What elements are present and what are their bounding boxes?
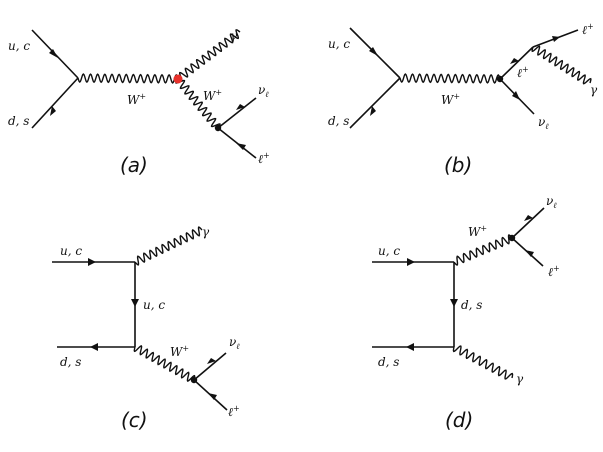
- fermion-arrow: [369, 47, 378, 56]
- fermion-arrow: [207, 358, 216, 364]
- panel-b: u, c d, s W+ ℓ+ ℓ+ γ νℓ (b): [328, 22, 598, 177]
- label-lepton: ℓ+: [258, 151, 270, 166]
- label-lepton: ℓ+: [228, 404, 240, 419]
- photon-line: [452, 345, 514, 380]
- label-quark-in: u, c: [8, 39, 30, 53]
- antiquark-line-in: [31, 77, 79, 129]
- fermion-arrow: [524, 215, 533, 221]
- label-photon: γ: [230, 29, 238, 43]
- lepton-line-internal: [499, 46, 534, 80]
- fermion-arrow: [510, 58, 519, 64]
- label-w-propagator: W+: [441, 92, 460, 107]
- panel-d: u, c d, s d, s W+ νℓ ℓ+ γ (d): [372, 194, 560, 432]
- photon-line: [177, 29, 241, 82]
- fermion-arrow: [236, 104, 245, 110]
- label-lepton: ℓ+: [548, 264, 560, 279]
- label-lepton-outgoing: ℓ+: [582, 22, 594, 37]
- fermion-arrow: [552, 36, 560, 42]
- label-antiquark-in: d, s: [328, 114, 349, 128]
- w-boson-outgoing: [453, 234, 513, 266]
- fermion-arrow: [50, 106, 56, 116]
- neutrino-line: [217, 97, 257, 129]
- w-boson-outgoing: [175, 78, 221, 129]
- fermion-arrow: [49, 49, 58, 58]
- label-photon: γ: [590, 83, 598, 97]
- label-quark-propagator: d, s: [461, 298, 482, 312]
- lepton-line: [217, 127, 257, 159]
- label-w-propagator: W+: [127, 92, 146, 107]
- caption-d: (d): [445, 408, 473, 432]
- fermion-arrow: [208, 393, 217, 400]
- label-neutrino: νℓ: [546, 194, 557, 210]
- photon-line: [134, 226, 203, 266]
- label-photon: γ: [202, 225, 210, 239]
- w-boson-propagator: [77, 73, 179, 84]
- label-quark-in: u, c: [328, 37, 350, 51]
- fermion-arrow: [512, 91, 520, 100]
- label-w-outgoing: W+: [170, 344, 189, 359]
- photon-line: [531, 45, 592, 85]
- panel-c: u, c u, c d, s γ W+ νℓ ℓ+ (c): [52, 225, 240, 432]
- label-neutrino: νℓ: [258, 83, 269, 99]
- fermion-arrow: [450, 299, 458, 307]
- label-quark-in: u, c: [378, 244, 400, 258]
- label-quark-in: u, c: [60, 244, 82, 258]
- neutrino-line: [511, 207, 545, 239]
- label-neutrino: νℓ: [229, 335, 240, 351]
- label-lepton-internal: ℓ+: [517, 65, 529, 80]
- fermion-arrow: [406, 343, 414, 351]
- panel-a: u, c d, s W+ γ W+ νℓ ℓ+ (a): [8, 29, 270, 177]
- w-boson-outgoing: [133, 345, 196, 382]
- label-antiquark-in: d, s: [8, 114, 29, 128]
- fermion-arrow: [88, 258, 96, 266]
- fermion-arrow: [370, 106, 376, 116]
- fermion-arrow: [90, 343, 98, 351]
- caption-a: (a): [120, 153, 148, 177]
- label-quark-propagator: u, c: [143, 298, 165, 312]
- antiquark-line-in: [349, 77, 401, 129]
- neutrino-line: [193, 352, 227, 381]
- label-w-outgoing: W+: [203, 88, 222, 103]
- label-photon: γ: [516, 372, 524, 386]
- caption-b: (b): [444, 153, 472, 177]
- fermion-arrow: [525, 250, 534, 257]
- w-boson-propagator: [399, 73, 501, 84]
- fermion-arrow: [407, 258, 415, 266]
- label-neutrino: νℓ: [538, 115, 549, 131]
- label-antiquark-in: d, s: [60, 355, 81, 369]
- highlighted-vertex: [173, 74, 183, 84]
- fermion-arrow: [131, 299, 139, 307]
- label-w-outgoing: W+: [468, 224, 487, 239]
- label-antiquark-in: d, s: [378, 355, 399, 369]
- caption-c: (c): [121, 408, 148, 432]
- fermion-arrow: [236, 143, 246, 150]
